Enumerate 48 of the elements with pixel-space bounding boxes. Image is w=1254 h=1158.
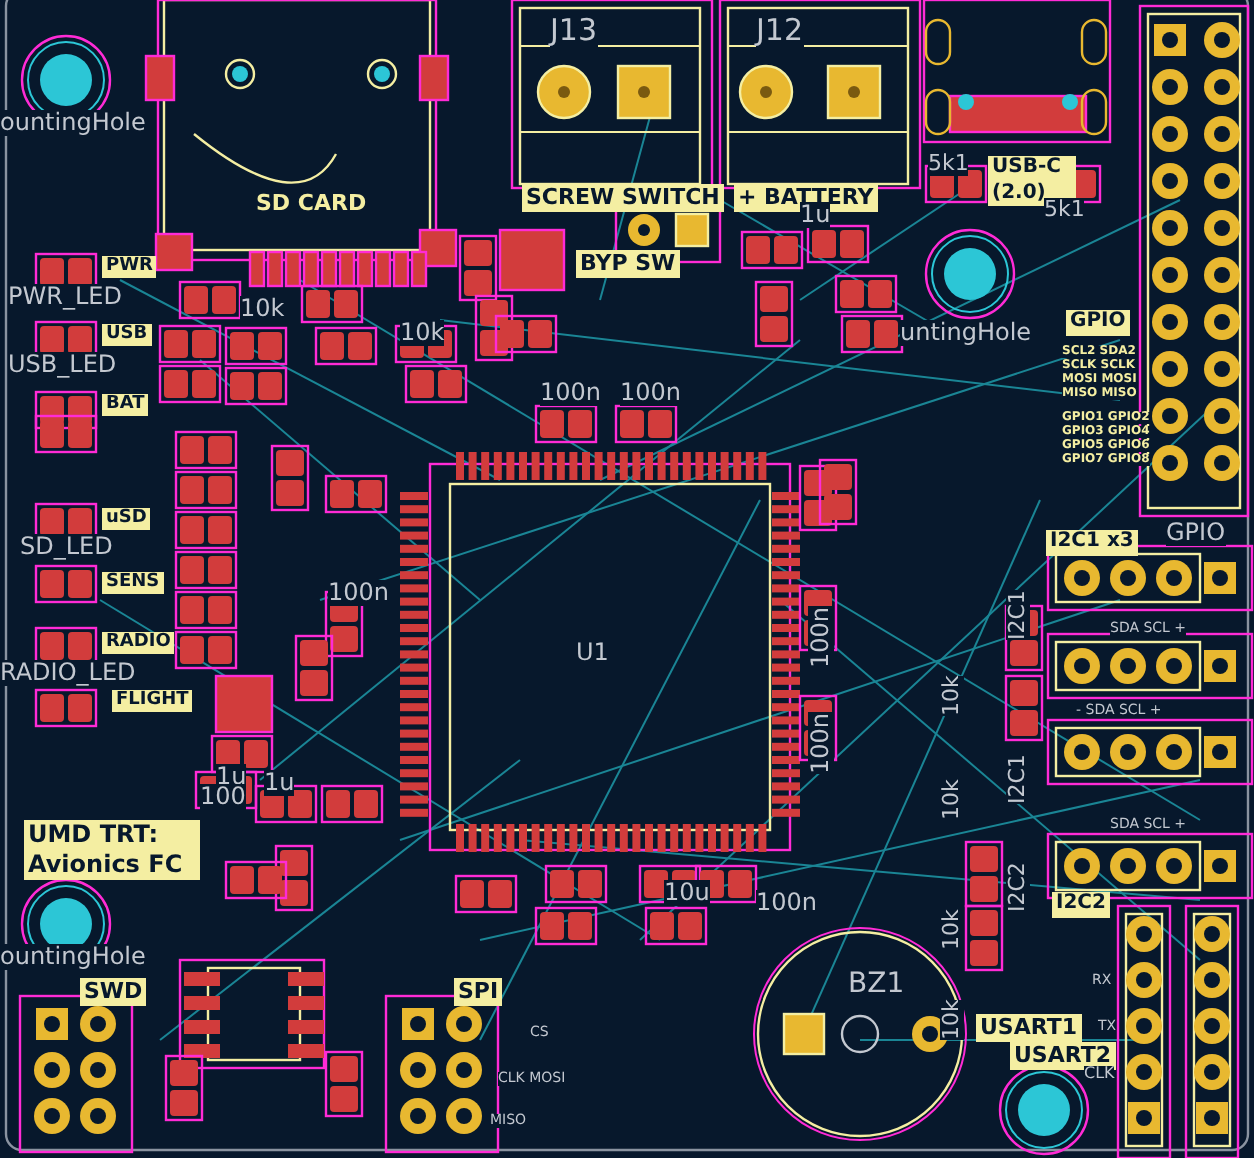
reference-text: 10k (940, 999, 964, 1040)
reference-text: 100n (540, 380, 602, 406)
reference-text: GPIO (1166, 520, 1226, 546)
silkscreen-label: USB (102, 324, 152, 347)
reference-text: PWR_LED (8, 284, 122, 310)
silkscreen-label: uSD (102, 508, 151, 531)
silkscreen-label: UMD TRT: Avionics FC (24, 820, 200, 880)
silkscreen-label: RADIO (102, 632, 175, 655)
reference-text: U1 (576, 640, 609, 666)
reference-text: I2C1 (1006, 590, 1030, 640)
reference-text: 10k (940, 909, 964, 950)
silkscreen-text: SD CARD (256, 192, 367, 216)
reference-text: RADIO_LED (0, 660, 136, 686)
reference-text: J12 (756, 16, 804, 48)
reference-text: 100n (328, 580, 390, 606)
silkscreen-label: SCREW SWITCH (522, 184, 724, 212)
silkscreen-label: PWR (102, 256, 157, 279)
reference-text: ountingHole (0, 110, 146, 136)
reference-text: USB_LED (8, 352, 117, 378)
reference-text: 100n (620, 380, 682, 406)
reference-text: untingHole (900, 320, 1032, 346)
reference-text: 10u (664, 880, 710, 906)
silkscreen-label: FLIGHT (112, 690, 193, 713)
reference-text: CLK (1084, 1066, 1115, 1083)
reference-text: 100n (808, 712, 834, 774)
silkscreen-label: I2C2 (1052, 892, 1110, 917)
reference-text: 100n (808, 606, 834, 668)
silkscreen-label: USART1 (976, 1014, 1082, 1042)
reference-text: 5k1 (928, 152, 969, 176)
silkscreen-label: SPI (454, 978, 503, 1006)
reference-text: 100n (756, 890, 818, 916)
reference-text: ountingHole (0, 944, 146, 970)
reference-text: 1u (264, 770, 295, 796)
silkscreen-label: GPIO (1066, 310, 1130, 335)
reference-text: SD_LED (20, 534, 113, 560)
reference-text: I2C2 (1006, 862, 1030, 912)
reference-text: 10k (940, 675, 964, 716)
silkscreen-label: I2C1 x3 (1046, 530, 1138, 555)
silkscreen-label: BYP SW (576, 250, 680, 278)
reference-text: J13 (550, 16, 598, 48)
silkscreen-label: SENS (102, 572, 164, 595)
silkscreen-label: SWD (80, 978, 147, 1006)
reference-text: 10k (940, 779, 964, 820)
reference-text: 10k (400, 320, 445, 346)
silkscreen-label: BAT (102, 394, 149, 417)
reference-text: 10k (240, 296, 285, 322)
reference-text: I2C1 (1006, 754, 1030, 804)
reference-text: 100 (200, 784, 246, 810)
